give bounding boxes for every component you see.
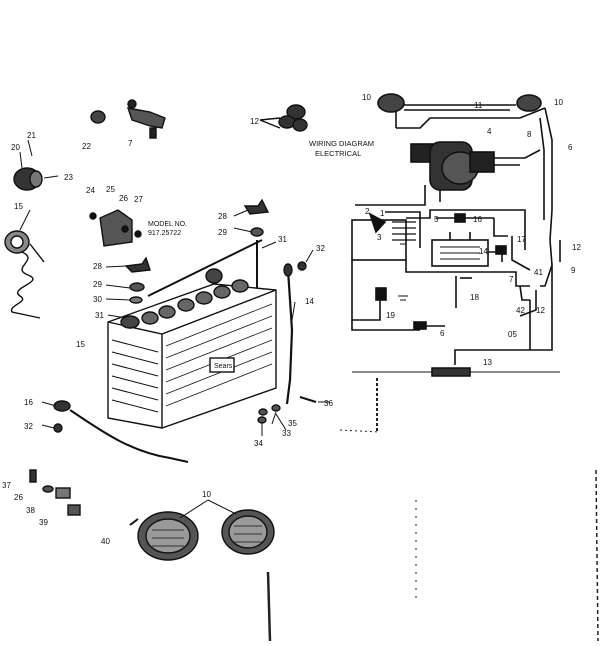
callout-32-lower: 32 bbox=[24, 422, 33, 431]
scan-artifacts bbox=[266, 378, 599, 642]
callout-36: 36 bbox=[324, 399, 333, 408]
callout-10: 10 bbox=[202, 490, 211, 499]
nut-32-lower bbox=[53, 423, 63, 433]
exploded-parts bbox=[4, 99, 330, 561]
clip-39 bbox=[67, 504, 81, 516]
headlight-left bbox=[377, 93, 405, 113]
callout-25: 25 bbox=[106, 185, 115, 194]
label-7: 7 bbox=[509, 275, 514, 284]
model-line1: MODEL NO. bbox=[148, 221, 187, 228]
battery bbox=[107, 268, 277, 429]
label-05: 05 bbox=[508, 330, 517, 339]
ammeter-wire bbox=[10, 251, 41, 319]
title-line1: WIRING DIAGRAM bbox=[309, 139, 374, 148]
wingnut-28-upper bbox=[243, 198, 270, 215]
headlight-10-right bbox=[221, 509, 275, 555]
battery-cable-16 bbox=[69, 409, 189, 463]
wingnut-28-lower bbox=[124, 256, 151, 273]
callout-12: 12 bbox=[250, 117, 259, 126]
label-10-left: 10 bbox=[362, 93, 371, 102]
callout-26-lower: 26 bbox=[14, 493, 23, 502]
bracket-25 bbox=[99, 209, 133, 247]
label-5: 5 bbox=[434, 215, 439, 224]
label-1: 1 bbox=[380, 209, 385, 218]
callout-20: 20 bbox=[11, 143, 20, 152]
label-42: 42 bbox=[516, 306, 525, 315]
callout-31-lower: 31 bbox=[95, 311, 104, 320]
callout-28-upper: 28 bbox=[218, 212, 227, 221]
label-17: 17 bbox=[517, 235, 526, 244]
headlight-right bbox=[516, 94, 542, 112]
callout-34: 34 bbox=[254, 439, 263, 448]
schematic-labels: 4 10 10 11 8 6 2 3 1 16 5 14 17 12 9 41 … bbox=[362, 93, 581, 367]
callout-26: 26 bbox=[119, 194, 128, 203]
label-16: 16 bbox=[473, 215, 482, 224]
callout-30: 30 bbox=[93, 295, 102, 304]
callout-28-lower: 28 bbox=[93, 262, 102, 271]
clip-38 bbox=[55, 487, 71, 499]
label-6-lower: 6 bbox=[440, 329, 445, 338]
callout-15-top: 15 bbox=[14, 202, 23, 211]
label-9: 9 bbox=[571, 266, 576, 275]
label-4: 4 bbox=[487, 127, 492, 136]
callout-33: 33 bbox=[282, 429, 291, 438]
headlight-10-left bbox=[137, 511, 199, 561]
callout-15-battery: 15 bbox=[76, 340, 85, 349]
label-18: 18 bbox=[470, 293, 479, 302]
connector-12 bbox=[278, 104, 308, 132]
label-12-upper: 12 bbox=[572, 243, 581, 252]
label-2: 2 bbox=[365, 207, 370, 216]
diagram-title: WIRING DIAGRAM ELECTRICAL bbox=[309, 139, 374, 158]
label-3: 3 bbox=[377, 233, 382, 242]
wiring-schematic bbox=[351, 93, 561, 377]
callout-14: 14 bbox=[305, 297, 314, 306]
callout-40: 40 bbox=[101, 537, 110, 546]
ignition-key-7 bbox=[126, 107, 166, 129]
part-callouts: 21 20 23 22 7 12 15 24 25 26 27 28 29 31… bbox=[2, 117, 333, 546]
callout-32-upper: 32 bbox=[316, 244, 325, 253]
model-number: MODEL NO. 917.25722 bbox=[148, 221, 187, 237]
model-line2: 917.25722 bbox=[148, 230, 181, 237]
callout-31-upper: 31 bbox=[278, 235, 287, 244]
hold-down-rod-30 bbox=[147, 239, 263, 297]
callout-24: 24 bbox=[86, 186, 95, 195]
callout-39: 39 bbox=[39, 518, 48, 527]
title-line2: ELECTRICAL bbox=[315, 149, 361, 158]
label-10-right: 10 bbox=[554, 98, 563, 107]
schematic-battery bbox=[431, 239, 489, 267]
label-12-lower: 12 bbox=[536, 306, 545, 315]
callout-16: 16 bbox=[24, 398, 33, 407]
callout-29-upper: 29 bbox=[218, 228, 227, 237]
label-41: 41 bbox=[534, 268, 543, 277]
label-13: 13 bbox=[483, 358, 492, 367]
callout-7: 7 bbox=[128, 139, 133, 148]
nut-32-upper bbox=[297, 261, 307, 271]
battery-cable-14 bbox=[285, 269, 294, 405]
callout-27: 27 bbox=[134, 195, 143, 204]
label-8: 8 bbox=[527, 130, 532, 139]
callout-22: 22 bbox=[82, 142, 91, 151]
label-19: 19 bbox=[386, 311, 395, 320]
grommet-22 bbox=[90, 110, 106, 124]
callout-23: 23 bbox=[64, 173, 73, 182]
ground-strap bbox=[431, 367, 471, 377]
bolt-36 bbox=[299, 396, 317, 403]
label-6-upper: 6 bbox=[568, 143, 573, 152]
callout-38: 38 bbox=[26, 506, 35, 515]
callout-37: 37 bbox=[2, 481, 11, 490]
callout-29-lower: 29 bbox=[93, 280, 102, 289]
callout-35: 35 bbox=[288, 419, 297, 428]
label-14: 14 bbox=[479, 247, 488, 256]
label-11: 11 bbox=[474, 101, 483, 110]
callout-21: 21 bbox=[27, 131, 36, 140]
battery-brand: Sears bbox=[214, 363, 233, 370]
